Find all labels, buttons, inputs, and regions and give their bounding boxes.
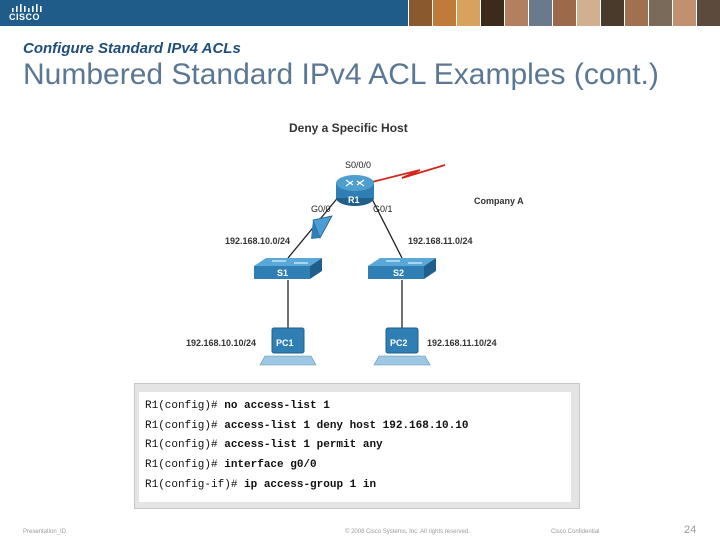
header-photo (672, 0, 696, 26)
company-label: Company A (474, 196, 524, 206)
config-line: R1(config)# access-list 1 deny host 192.… (145, 420, 468, 438)
left-network-label: 192.168.10.0/24 (225, 236, 290, 246)
config-code-box: R1(config)# no access-list 1 R1(config)#… (134, 383, 580, 509)
serial-interface-label: S0/0/0 (345, 160, 371, 170)
cli-command: interface g0/0 (224, 459, 317, 471)
config-line: R1(config-if)# ip access-group 1 in (145, 479, 376, 497)
header-photo (528, 0, 552, 26)
footer-copyright: © 2008 Cisco Systems, Inc. All rights re… (345, 529, 470, 535)
pc1-icon (259, 327, 317, 366)
config-line: R1(config)# interface g0/0 (145, 459, 317, 477)
cli-command: access-list 1 permit any (224, 439, 383, 451)
header-photo (432, 0, 456, 26)
cli-command: ip access-group 1 in (244, 479, 377, 491)
config-code-panel: R1(config)# no access-list 1 R1(config)#… (139, 392, 571, 502)
switch2-label: S2 (393, 268, 404, 278)
header-photo (552, 0, 576, 26)
cisco-logo: CISCO (9, 4, 43, 22)
cli-prompt: R1(config)# (145, 439, 225, 451)
pc1-ip-label: 192.168.10.10/24 (186, 338, 256, 348)
switch-s1-icon (254, 258, 322, 279)
serial-link-icon (371, 164, 446, 183)
link-r1-s2 (369, 194, 403, 259)
header-photo (480, 0, 504, 26)
header-photo (600, 0, 624, 26)
left-interface-label: G0/0 (311, 204, 331, 214)
pc2-icon (373, 327, 431, 366)
right-network-label: 192.168.11.0/24 (408, 236, 473, 246)
router-label: R1 (348, 195, 360, 205)
slide-title: Numbered Standard IPv4 ACL Examples (con… (23, 58, 659, 91)
router-r1-icon (336, 175, 374, 206)
footer-confidential: Cisco Confidential (551, 529, 600, 535)
diagram-title: Deny a Specific Host (289, 121, 408, 135)
pc1-label: PC1 (276, 338, 294, 348)
cli-prompt: R1(config)# (145, 420, 225, 432)
right-interface-label: G0/1 (373, 204, 393, 214)
switch1-label: S1 (277, 268, 288, 278)
pc2-label: PC2 (390, 338, 408, 348)
header-photo (504, 0, 528, 26)
cisco-bars-icon (12, 4, 42, 12)
page-number: 24 (684, 524, 697, 536)
header-photo (576, 0, 600, 26)
slide-subtitle: Configure Standard IPv4 ACLs (23, 40, 241, 57)
header-photo (624, 0, 648, 26)
header-photo (696, 0, 720, 26)
header-photo (648, 0, 672, 26)
config-line: R1(config)# no access-list 1 (145, 400, 330, 418)
cli-prompt: R1(config)# (145, 400, 225, 412)
footer-presentation-id: Presentation_ID (23, 529, 67, 535)
switch-s2-icon (368, 258, 436, 279)
logo-text: CISCO (9, 12, 41, 22)
pc2-ip-label: 192.168.11.10/24 (427, 338, 497, 348)
cli-command: access-list 1 deny host 192.168.10.10 (224, 420, 469, 432)
cli-command: no access-list 1 (224, 400, 330, 412)
header-photo-strip (408, 0, 720, 26)
header-photo (408, 0, 432, 26)
cli-prompt: R1(config-if)# (145, 479, 245, 491)
header-photo (456, 0, 480, 26)
acl-marker-icon (311, 215, 333, 239)
config-line: R1(config)# access-list 1 permit any (145, 439, 383, 457)
network-topology: S0/0/0 R1 G0/0 G0/1 Company A 192.168.10… (186, 160, 524, 366)
cli-prompt: R1(config)# (145, 459, 225, 471)
header-bar: CISCO (0, 0, 720, 26)
